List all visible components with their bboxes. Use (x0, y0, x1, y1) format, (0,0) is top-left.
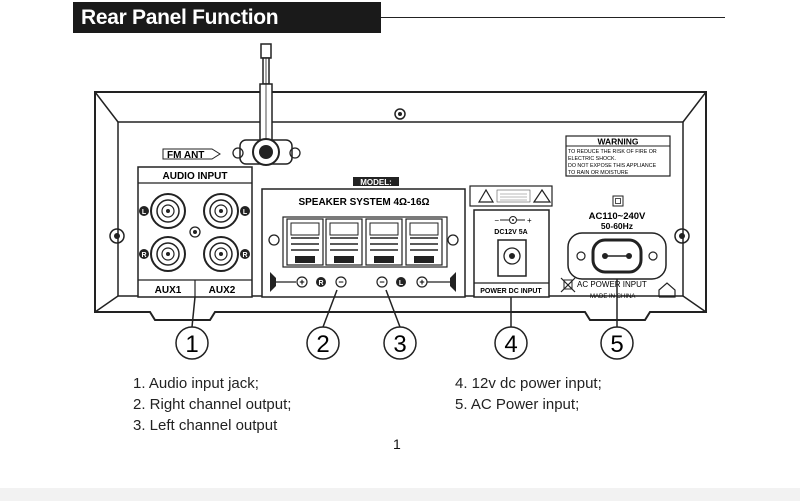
svg-text:R: R (242, 252, 247, 259)
svg-text:FM ANT: FM ANT (167, 150, 204, 161)
rca-jack-aux1-l (150, 193, 186, 229)
audio-input-block: AUDIO INPUT AUX1 AUX2 L L R R (137, 166, 253, 298)
speaker-terminal-1 (286, 218, 324, 266)
rca-jack-aux2-r (203, 236, 239, 272)
left-channel-polarity: − L + (376, 272, 456, 292)
caution-label (469, 185, 553, 207)
mount-hole-left (109, 228, 125, 244)
model-tag: MODEL: (353, 177, 399, 187)
svg-text:1: 1 (185, 331, 198, 358)
dc-power-input-block: − + DC12V 5A POWER DC INPUT (473, 209, 550, 298)
right-channel-polarity: + R − (270, 272, 347, 292)
warning-label: WARNING TO REDUCE THE RISK OF FIRE OR EL… (565, 135, 671, 177)
svg-text:−: − (379, 277, 384, 287)
legend-left: 1. Audio input jack; 2. Right channel ou… (133, 373, 291, 436)
legend-item-3: 3. Left channel output (133, 417, 278, 434)
callout-2: 2 (306, 326, 340, 360)
legend-item-5: 5. AC Power input; (455, 396, 580, 413)
legend-item-2: 2. Right channel output; (133, 396, 292, 413)
svg-text:DO NOT EXPOSE THIS APPLIANCE: DO NOT EXPOSE THIS APPLIANCE (568, 163, 657, 169)
svg-text:4: 4 (504, 331, 517, 358)
svg-text:+: + (299, 277, 304, 287)
speaker-terminal-2 (325, 218, 363, 266)
svg-text:MODEL:: MODEL: (360, 178, 392, 187)
ac-socket-icon (567, 232, 667, 280)
callout-4: 4 (494, 326, 528, 360)
svg-text:5: 5 (610, 331, 623, 358)
svg-text:MADE IN CHINA: MADE IN CHINA (590, 294, 635, 300)
legend-item-4: 4. 12v dc power input; (455, 375, 602, 392)
svg-text:+: + (419, 277, 424, 287)
svg-text:50-60Hz: 50-60Hz (601, 221, 633, 231)
svg-text:3: 3 (393, 331, 406, 358)
speaker-terminal-4 (405, 218, 443, 266)
speaker-terminal-block: SPEAKER SYSTEM 4Ω-16Ω + R − − L + (261, 188, 466, 298)
page-title: Rear Panel Function Description (73, 2, 381, 60)
page-number: 1 (393, 436, 401, 452)
svg-text:L: L (142, 209, 147, 216)
svg-text:AUX2: AUX2 (209, 285, 236, 296)
callout-3: 3 (383, 326, 417, 360)
fm-antenna (232, 43, 301, 166)
legend-item-1: 1. Audio input jack; (133, 375, 259, 392)
bottom-strip (0, 488, 800, 501)
callout-1: 1 (175, 326, 209, 360)
mount-hole-right (674, 228, 690, 244)
fm-ant-label: FM ANT (162, 148, 221, 161)
speaker-terminal-3 (365, 218, 403, 266)
title-rule (381, 17, 725, 18)
callout-5: 5 (600, 326, 634, 360)
svg-text:SPEAKER SYSTEM 4Ω-16Ω: SPEAKER SYSTEM 4Ω-16Ω (298, 197, 429, 208)
svg-text:+: + (527, 216, 532, 225)
svg-text:R: R (141, 252, 146, 259)
rca-jack-aux2-l (203, 193, 239, 229)
svg-text:AC110~240V: AC110~240V (589, 211, 646, 222)
svg-text:WARNING: WARNING (597, 137, 638, 147)
svg-text:AC POWER INPUT: AC POWER INPUT (577, 280, 647, 289)
svg-text:−: − (494, 216, 499, 225)
callout-leaders (191, 279, 618, 328)
top-screw-icon (394, 108, 406, 120)
svg-text:ELECTRIC SHOCK.: ELECTRIC SHOCK. (568, 156, 616, 162)
svg-text:AUX1: AUX1 (155, 285, 182, 296)
svg-text:L: L (243, 209, 248, 216)
svg-text:−: − (338, 277, 343, 287)
weee-bin-icon (560, 277, 576, 293)
legend-right: 4. 12v dc power input; 5. AC Power input… (455, 373, 602, 415)
svg-text:2: 2 (316, 331, 329, 358)
svg-text:DC12V 5A: DC12V 5A (494, 229, 527, 236)
indoor-use-icon (658, 282, 676, 298)
svg-text:TO REDUCE THE RISK OF FIRE OR: TO REDUCE THE RISK OF FIRE OR (568, 149, 657, 155)
svg-text:L: L (399, 280, 404, 287)
svg-text:POWER DC INPUT: POWER DC INPUT (480, 288, 542, 295)
rca-jack-aux1-r (150, 236, 186, 272)
svg-text:AUDIO INPUT: AUDIO INPUT (163, 171, 228, 182)
svg-text:R: R (318, 280, 323, 287)
svg-text:TO RAIN OR MOISTURE: TO RAIN OR MOISTURE (568, 170, 629, 176)
